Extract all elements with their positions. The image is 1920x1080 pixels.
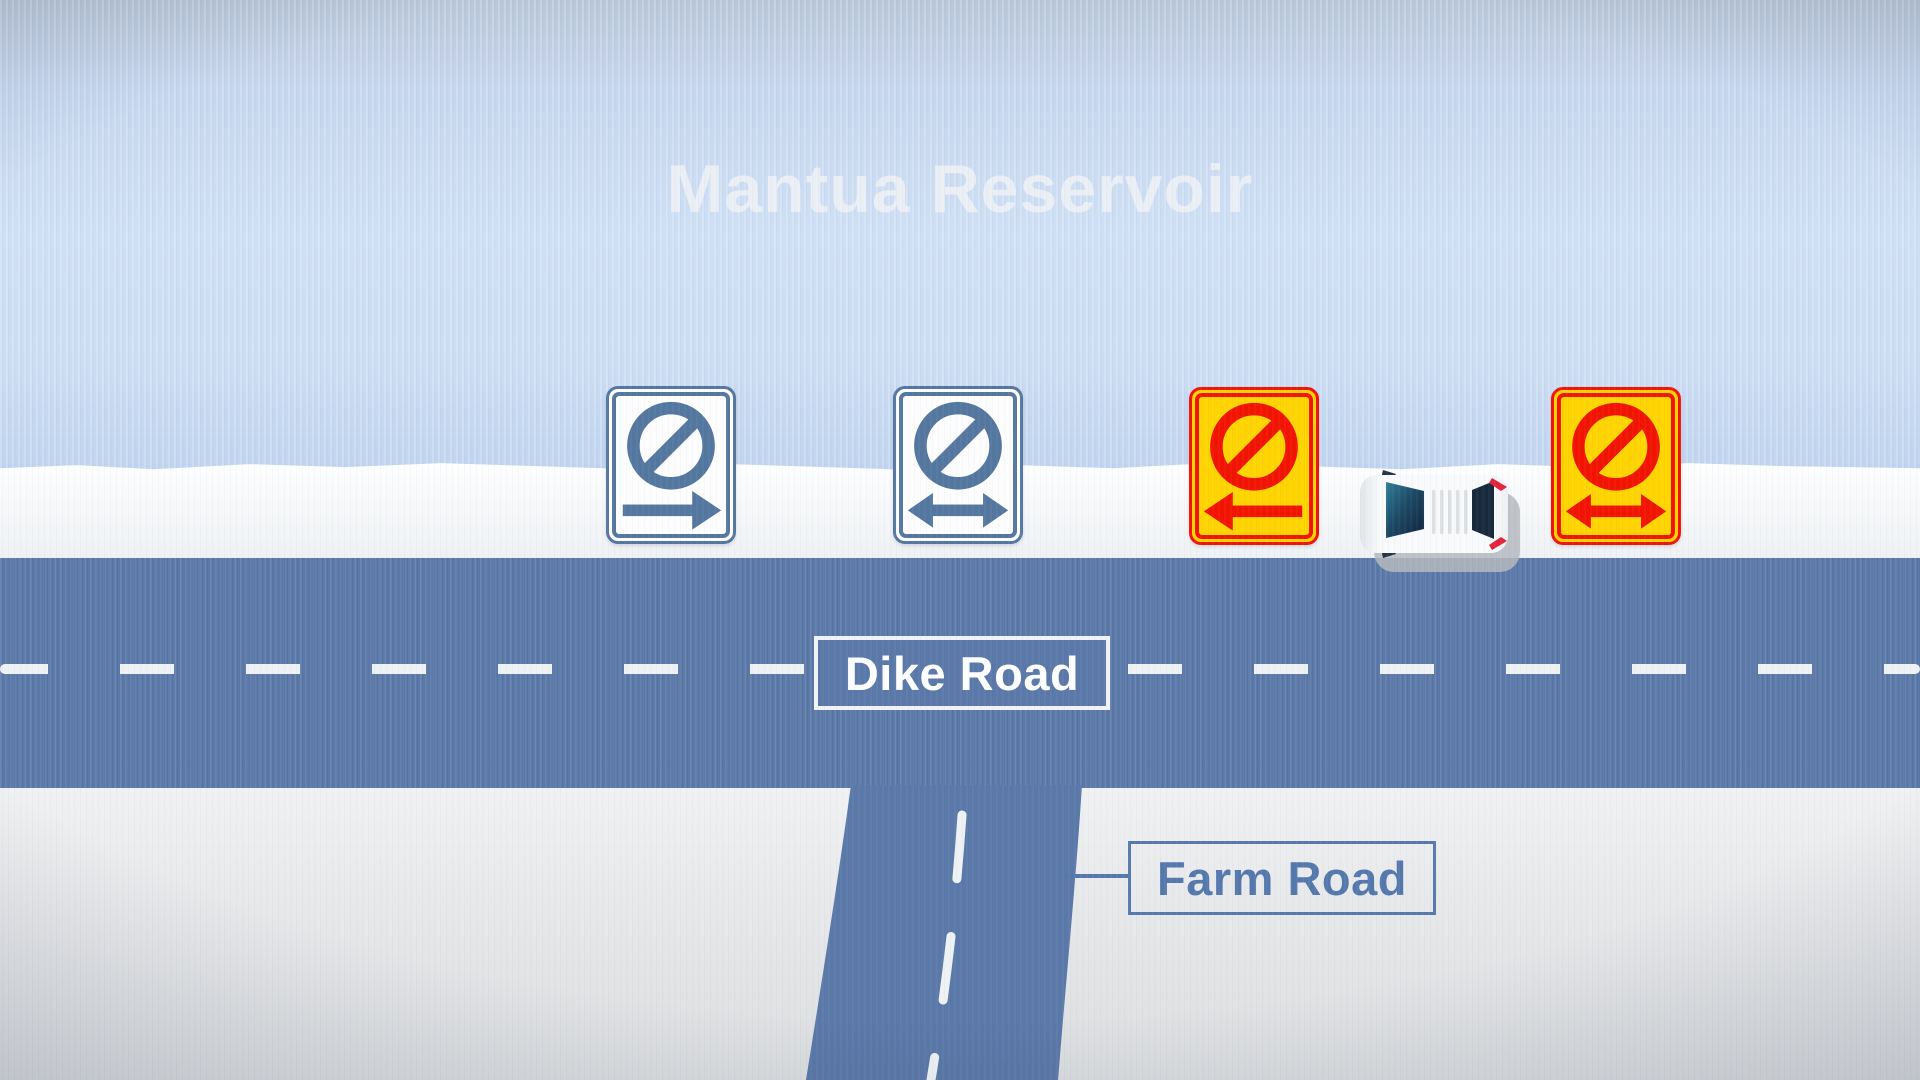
no-entry-sign-arrow-both (893, 386, 1023, 544)
arrow-right-icon (622, 491, 722, 530)
sign-face (1557, 393, 1675, 539)
dike-road-label: Dike Road (814, 636, 1110, 710)
sign-face (1195, 393, 1313, 539)
arrow-both-icon (907, 492, 1009, 528)
sign-face (612, 392, 730, 538)
car-taillight-left (1489, 478, 1507, 491)
farm-road-label-text: Farm Road (1157, 851, 1407, 905)
dike-road-label-text: Dike Road (844, 646, 1080, 700)
car-windshield (1386, 482, 1424, 538)
farm-road-connector-line (1062, 874, 1130, 878)
car-taillight-right (1489, 537, 1507, 550)
prohibition-circle-slash-icon (622, 401, 722, 530)
arrow-both-icon (1565, 493, 1667, 529)
no-entry-sign-arrow-both-warning (1551, 387, 1681, 545)
prohibition-circle-slash-icon (1203, 402, 1303, 531)
reservoir-title: Mantua Reservoir (666, 151, 1254, 227)
arrow-left-icon (1203, 492, 1303, 531)
prohibition-circle-slash-icon (1565, 402, 1667, 529)
ground (0, 788, 1920, 1080)
sign-face (899, 392, 1017, 538)
farm-road-label: Farm Road (1128, 841, 1436, 915)
no-entry-sign-arrow-right (606, 386, 736, 544)
car-roof-ribs (1432, 490, 1468, 534)
prohibition-circle-slash-icon (907, 401, 1009, 528)
no-entry-sign-arrow-left (1189, 387, 1319, 545)
car-rear-window (1472, 481, 1494, 539)
car-top-view (1360, 470, 1520, 572)
